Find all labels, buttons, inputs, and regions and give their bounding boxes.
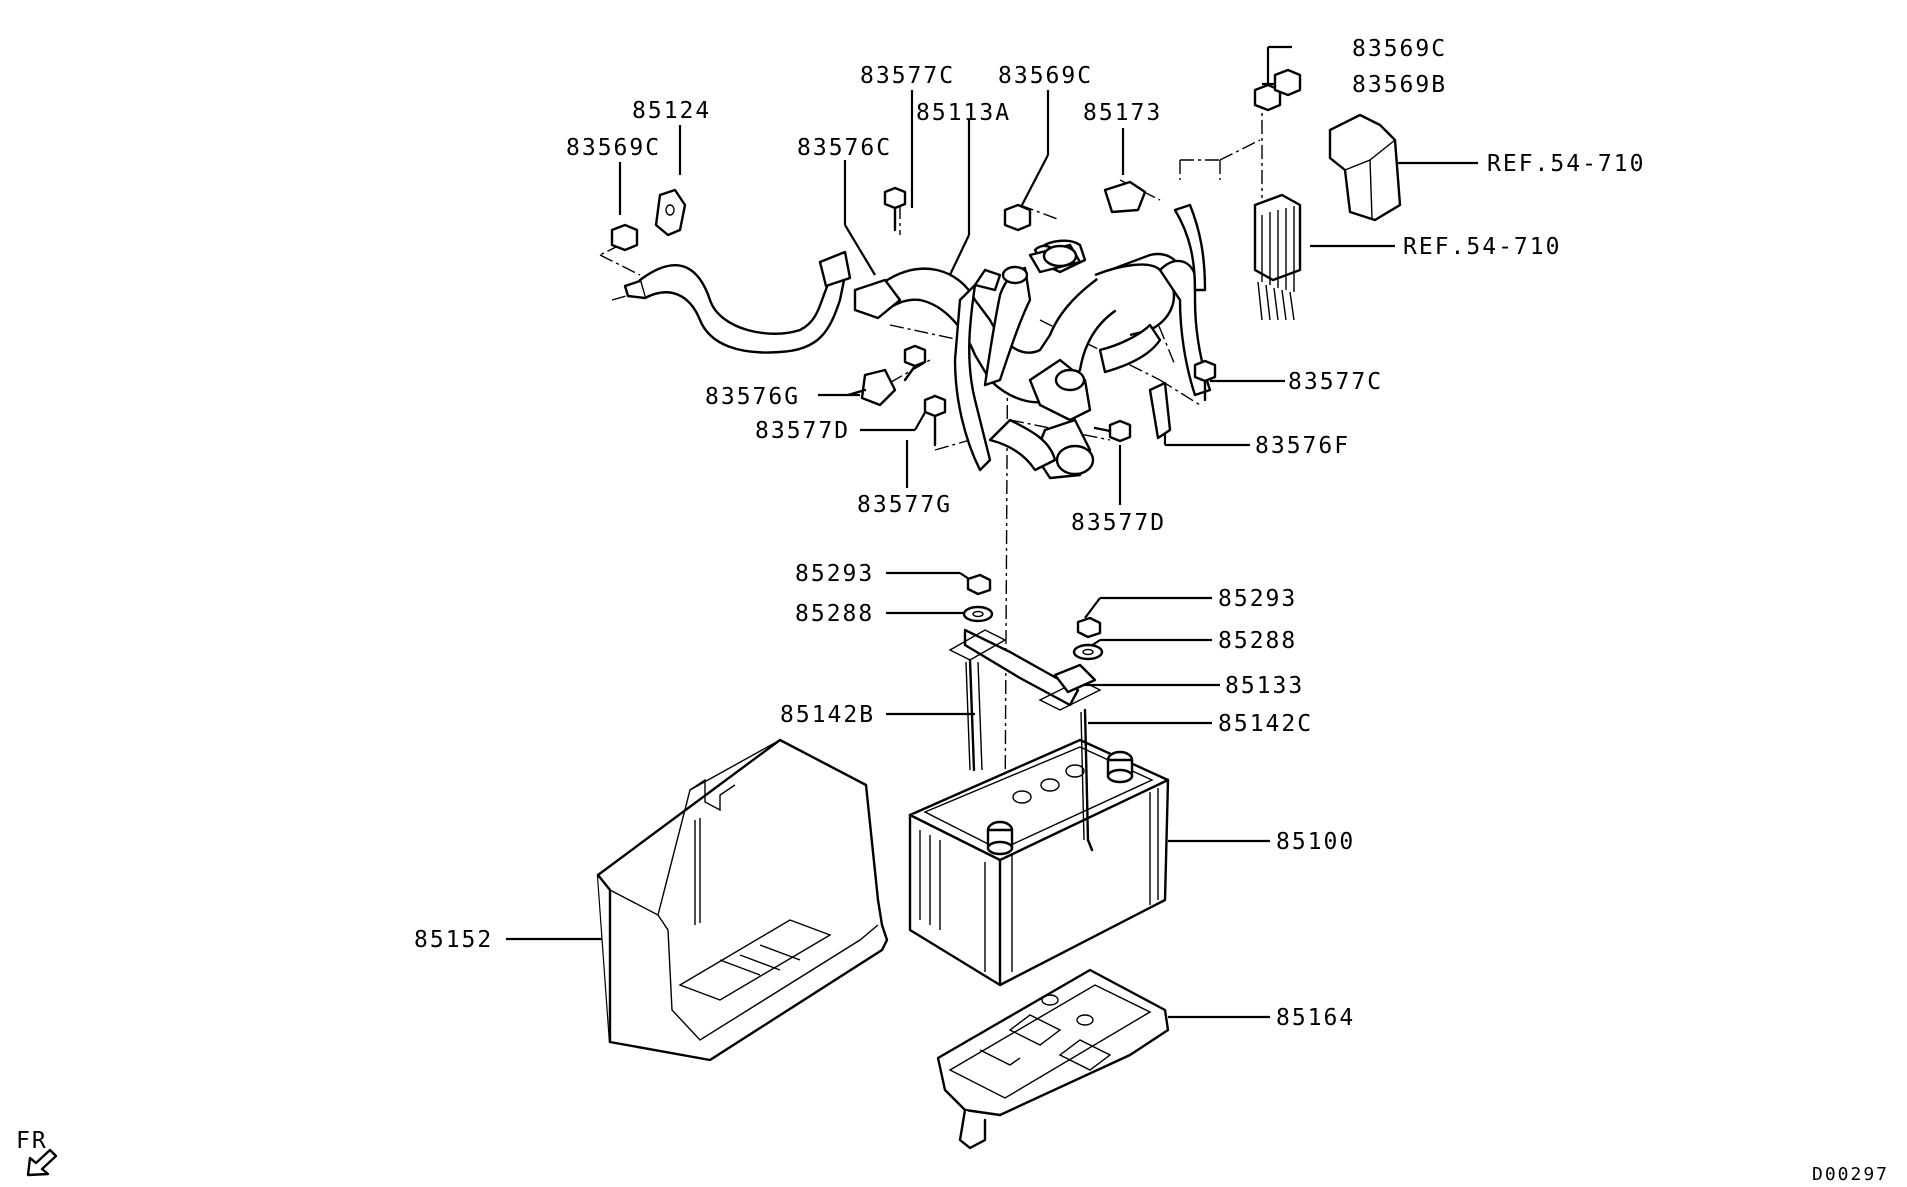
washer-85288-right: [1072, 643, 1104, 661]
label-ref-54-710-lower: REF.54-710: [1403, 234, 1561, 260]
bolt-83577D-left: [903, 344, 927, 382]
battery-tray-85152: [596, 738, 889, 1062]
label-85113A: 85113A: [916, 100, 1011, 126]
label-83576F: 83576F: [1255, 433, 1350, 459]
wiring-harness-85113A: [623, 203, 1212, 480]
label-83577C-right: 83577C: [1288, 369, 1383, 395]
clip-85124: [654, 188, 687, 237]
label-83569B: 83569B: [1352, 72, 1447, 98]
label-83577D-left: 83577D: [755, 418, 850, 444]
clip-85173: [1103, 180, 1147, 214]
nut-85293-right: [1076, 616, 1102, 639]
bolt-83577C-right: [1193, 359, 1217, 402]
relay-cover: [1328, 113, 1402, 222]
label-83577C-top: 83577C: [860, 63, 955, 89]
nut-83569C-mid: [1003, 203, 1032, 232]
rod-85142B: [965, 658, 983, 772]
fuse-block: [1253, 193, 1302, 321]
bracket-83576G: [846, 368, 897, 407]
label-83569C-mid: 83569C: [998, 63, 1093, 89]
bracket-83576F: [1148, 381, 1172, 440]
label-85164: 85164: [1276, 1005, 1355, 1031]
rod-85142C: [1080, 708, 1094, 852]
label-85288-left: 85288: [795, 601, 874, 627]
label-83577G: 83577G: [857, 492, 952, 518]
label-83569C-left: 83569C: [566, 135, 661, 161]
front-direction-arrow-icon: [26, 1148, 58, 1177]
battery-85100: [908, 738, 1170, 987]
nut-83569C-left: [610, 223, 639, 252]
label-85124: 85124: [632, 98, 711, 124]
nut-85293-left: [966, 573, 992, 596]
washer-85288-left: [962, 605, 994, 623]
label-85173: 85173: [1083, 100, 1162, 126]
hold-down-85133: [948, 628, 1102, 711]
part-labels: 83569C 83569B 83577C 83569C 85124 85113A…: [16, 36, 1889, 1185]
label-85100: 85100: [1276, 829, 1355, 855]
label-83577D-bottom: 83577D: [1071, 510, 1166, 536]
bracket-85164: [936, 968, 1170, 1150]
nut-83569B: [1273, 68, 1302, 97]
leader-lines: [506, 45, 1478, 1019]
drawing-code: D00297: [1812, 1164, 1889, 1185]
assembly-centerlines: [599, 95, 1263, 821]
bolt-83577C-top: [883, 186, 907, 232]
bolt-83577G: [923, 394, 947, 447]
label-ref-54-710-upper: REF.54-710: [1487, 151, 1645, 177]
label-85133: 85133: [1225, 673, 1304, 699]
label-83576G: 83576G: [705, 384, 800, 410]
label-85293-left: 85293: [795, 561, 874, 587]
bracket-83576C: [853, 278, 902, 320]
bolt-83577D-right: [1093, 419, 1132, 443]
label-85288-right: 85288: [1218, 628, 1297, 654]
label-85152: 85152: [414, 927, 493, 953]
label-83569C-top-right: 83569C: [1352, 36, 1447, 62]
label-83576C: 83576C: [797, 135, 892, 161]
nut-83569C-top: [1253, 83, 1282, 112]
direction-label-fr: FR: [16, 1128, 48, 1154]
label-85142C: 85142C: [1218, 711, 1313, 737]
label-85142B: 85142B: [780, 702, 875, 728]
label-85293-right: 85293: [1218, 586, 1297, 612]
